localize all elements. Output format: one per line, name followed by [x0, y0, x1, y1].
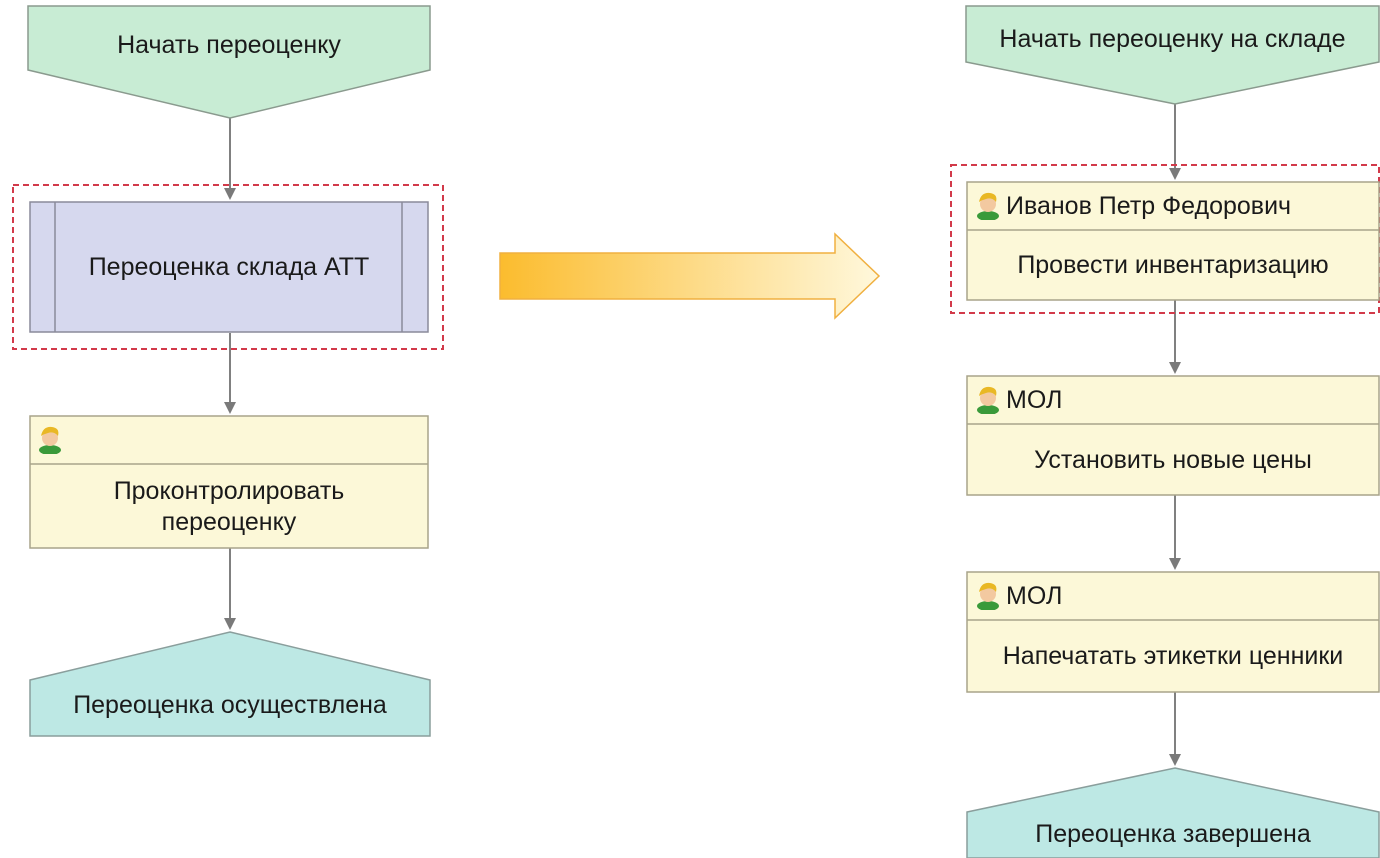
- performer-right-1: Иванов Петр Федорович: [1006, 191, 1292, 220]
- start-node-right[interactable]: [965, 5, 1380, 105]
- start-label-right: Начать переоценку на складе: [999, 24, 1346, 53]
- end-node-left[interactable]: [29, 631, 431, 737]
- start-node-left[interactable]: [27, 5, 431, 119]
- task-label-right-3: Напечатать этикетки ценники: [1002, 641, 1344, 670]
- subprocess-label: Переоценка склада АТТ: [88, 252, 370, 281]
- user-icon: [977, 582, 999, 610]
- start-label-left: Начать переоценку: [117, 30, 341, 59]
- user-icon: [39, 426, 61, 454]
- task-label-left: Проконтролировать переоценку: [113, 477, 345, 536]
- performer-right-2: МОЛ: [1006, 385, 1063, 414]
- task-label-right-2: Установить новые цены: [1034, 445, 1312, 474]
- task-node-right-1[interactable]: [966, 181, 1380, 301]
- task-label-right-1: Провести инвентаризацию: [1017, 250, 1329, 279]
- performer-right-3: МОЛ: [1006, 581, 1063, 610]
- subprocess-node[interactable]: [29, 201, 429, 333]
- user-icon: [977, 192, 999, 220]
- task-node-right-3[interactable]: [966, 571, 1380, 693]
- task-node-right-2[interactable]: [966, 375, 1380, 496]
- user-icon: [977, 386, 999, 414]
- task-node-left[interactable]: [29, 415, 429, 549]
- performer-left: [68, 420, 418, 460]
- end-label-right: Переоценка завершена: [1035, 819, 1311, 848]
- end-label-left: Переоценка осуществлена: [73, 690, 387, 719]
- highlight-frame-left: [12, 184, 444, 350]
- transition-arrow: [499, 232, 881, 320]
- end-node-right[interactable]: [966, 767, 1380, 858]
